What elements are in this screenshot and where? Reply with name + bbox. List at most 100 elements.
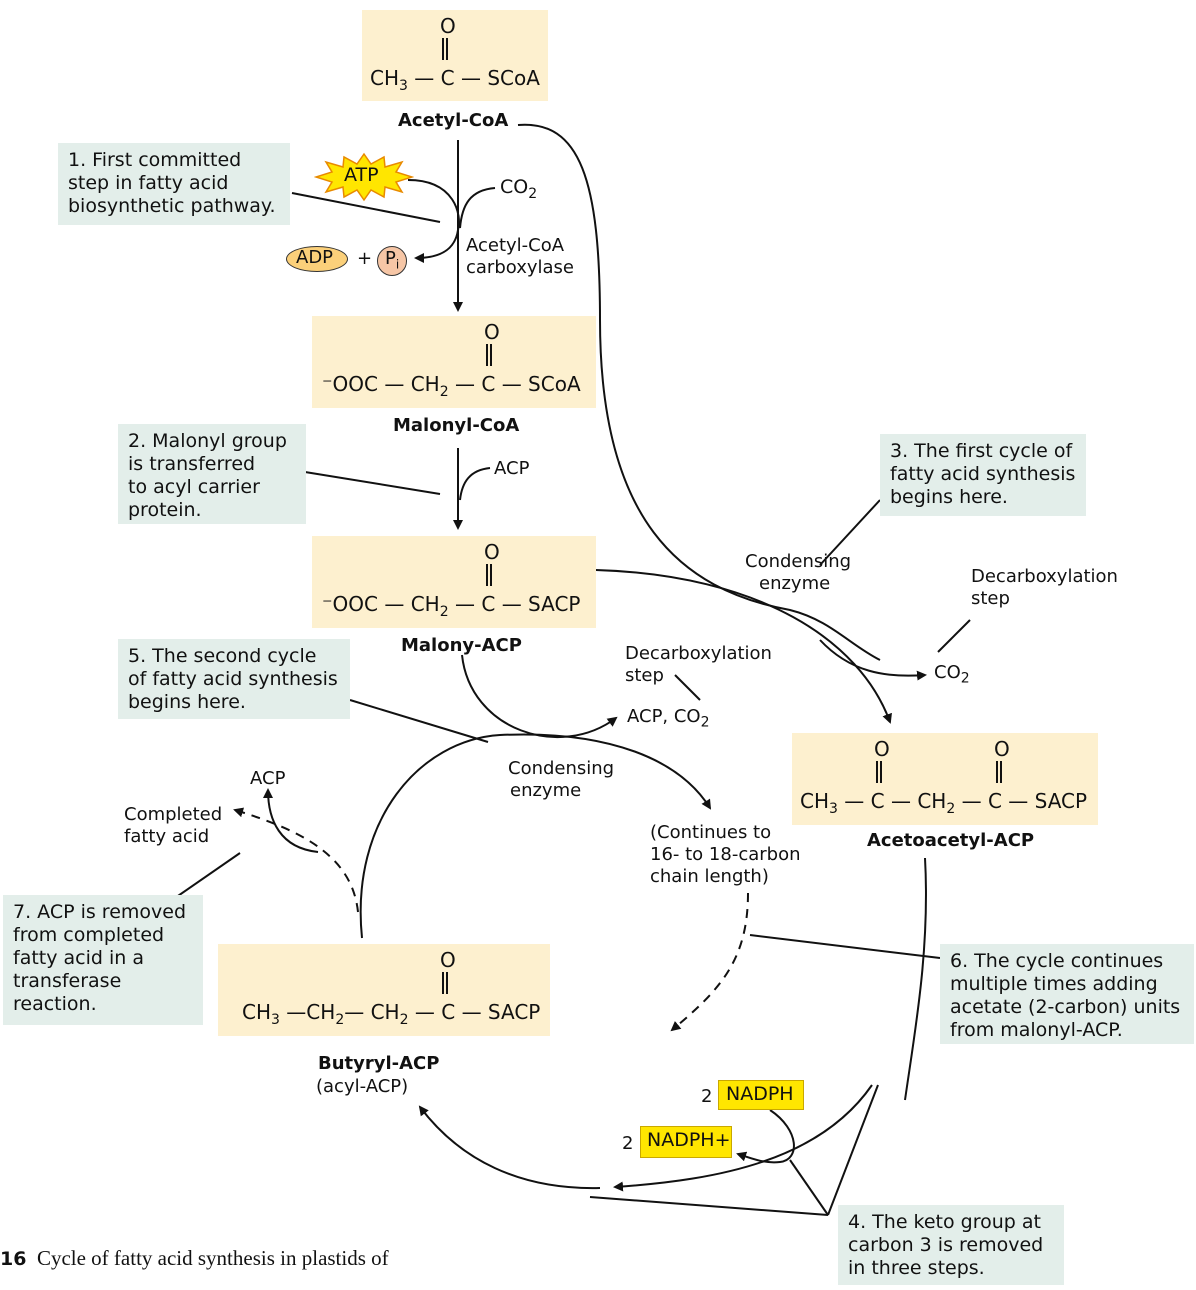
double-bond: [486, 344, 492, 366]
malonyl-coa-structure: O ⁻OOC — CH2 — C — SCoA: [312, 316, 596, 408]
label-line: Decarboxylation: [971, 566, 1118, 587]
note-6: 6. The cycle continues multiple times ad…: [940, 944, 1194, 1044]
note-line: in three steps.: [848, 1257, 985, 1279]
note-7: 7. ACP is removed from completed fatty a…: [3, 895, 203, 1025]
note-line: fatty acid synthesis: [890, 463, 1076, 485]
note-line: begins here.: [128, 691, 246, 713]
acetyl-coa-name: Acetyl-CoA: [398, 110, 509, 131]
arrow-nadph: [736, 1109, 795, 1164]
acetoacetyl-acp-name: Acetoacetyl-ACP: [867, 830, 1035, 851]
acetoacetyl-acp-formula: CH3 — C — CH2 — C — SACP: [800, 789, 1088, 817]
arrow-to-butyryl: [418, 1105, 601, 1190]
pointer-note-7: [174, 852, 241, 899]
arrow-completed: [233, 807, 359, 913]
arrow-malony-to-acetoacetyl: [595, 569, 892, 724]
nadp-label: NADPH+: [647, 1129, 731, 1151]
malonyl-coa-name: Malonyl-CoA: [393, 415, 520, 436]
note-4: 4. The keto group at carbon 3 is removed…: [838, 1205, 1064, 1285]
pointer-note-4a: [827, 1084, 879, 1216]
continues-label: (Continues to 16- to 18-carbon chain len…: [650, 822, 801, 888]
adp-label: ADP: [296, 247, 334, 268]
arrow-acetyl-long: [517, 123, 881, 661]
pointer-note-1: [291, 192, 441, 223]
acetyl-coa-formula: CH3 — C — SCoA: [370, 66, 540, 94]
condensing-enzyme-1: Condensing enzyme: [745, 551, 851, 595]
note-line: of fatty acid synthesis: [128, 668, 338, 690]
malony-acp-name: Malony-ACP: [401, 635, 522, 656]
decarboxylation-step-2: Decarboxylation step: [625, 643, 772, 687]
note-1: 1. First committed step in fatty acid bi…: [58, 143, 290, 225]
label-line: 16- to 18-carbon: [650, 844, 801, 865]
note-line: step in fatty acid: [68, 172, 229, 194]
acetoacetyl-acp-structure: O O CH3 — C — CH2 — C — SACP: [792, 733, 1098, 825]
label-line: chain length): [650, 866, 769, 887]
butyryl-acp-subname: (acyl-ACP): [316, 1076, 409, 1097]
oxygen-label: O: [874, 737, 890, 761]
label-line: enzyme: [510, 780, 582, 801]
label-line: carboxylase: [466, 257, 574, 278]
arrow-atp-adp: [407, 179, 460, 263]
note-line: biosynthetic pathway.: [68, 195, 276, 217]
pointer-note-5: [349, 699, 489, 743]
note-line: is transferred: [128, 453, 256, 475]
malony-acp-formula: ⁻OOC — CH2 — C — SACP: [322, 592, 581, 620]
note-line: 7. ACP is removed: [13, 901, 187, 923]
malonyl-coa-formula: ⁻OOC — CH2 — C — SCoA: [322, 372, 581, 400]
arrow-acp-co2: [461, 654, 618, 739]
note-line: to acyl carrier: [128, 476, 260, 498]
butyryl-acp-structure: O CH3 —CH2— CH2 — C — SACP: [218, 944, 550, 1036]
arrow-co2-out: [819, 639, 927, 681]
nadph-count: 2: [701, 1086, 713, 1107]
note-line: 1. First committed: [68, 149, 242, 171]
line-acetoacetyl-down: [904, 857, 927, 1101]
note-line: from malonyl-ACP.: [950, 1019, 1123, 1041]
double-bond: [442, 38, 448, 60]
note-line: 4. The keto group at: [848, 1211, 1041, 1233]
note-line: protein.: [128, 499, 202, 521]
pointer-decarb-2: [674, 674, 701, 701]
label-line: Completed: [124, 804, 223, 825]
label-line: (Continues to: [650, 822, 772, 843]
arrow-continues: [670, 892, 749, 1032]
note-line: 6. The cycle continues: [950, 950, 1164, 972]
acetyl-coa-structure: O CH3 — C — SCoA: [362, 10, 548, 101]
carboxylase-label: Acetyl-CoA carboxylase: [466, 235, 574, 279]
decarboxylation-step-1: Decarboxylation step: [971, 566, 1118, 610]
note-5: 5. The second cycle of fatty acid synthe…: [118, 639, 350, 719]
malony-acp-structure: O ⁻OOC — CH2 — C — SACP: [312, 536, 596, 628]
line-co2-in: [459, 187, 496, 229]
caption-text: Cycle of fatty acid synthesis in plastid…: [36, 1246, 389, 1270]
note-line: begins here.: [890, 486, 1008, 508]
nadp-box: [640, 1126, 732, 1158]
line-acp-in: [459, 467, 491, 501]
note-line: 2. Malonyl group: [128, 430, 287, 452]
note-line: carbon 3 is removed: [848, 1234, 1044, 1256]
label-line: enzyme: [759, 573, 831, 594]
note-line: multiple times adding: [950, 973, 1158, 995]
pointer-note-2: [304, 471, 441, 495]
note-line: acetate (2-carbon) units: [950, 996, 1181, 1018]
co2-right: CO2: [934, 662, 970, 687]
pi-subscript: i: [395, 257, 400, 272]
butyryl-acp-name: Butyryl-ACP: [318, 1053, 440, 1074]
note-line: reaction.: [13, 993, 97, 1015]
oxygen-label: O: [484, 320, 500, 344]
atp-burst-icon: [314, 152, 414, 202]
pi-letter: P: [385, 248, 396, 269]
acp-transfer-label: ACP: [494, 458, 530, 479]
double-bond: [876, 761, 882, 783]
nadp-count: 2: [622, 1133, 634, 1154]
note-line: from completed: [13, 924, 165, 946]
note-3: 3. The first cycle of fatty acid synthes…: [880, 434, 1086, 516]
label-line: fatty acid: [124, 826, 210, 847]
double-bond: [996, 761, 1002, 783]
double-bond: [442, 972, 448, 994]
figure-caption: 16 Cycle of fatty acid synthesis in plas…: [0, 1246, 389, 1271]
pointer-note-3: [819, 499, 881, 566]
completed-fatty-acid: Completed fatty acid: [124, 804, 222, 848]
pointer-decarb-1: [937, 619, 971, 653]
label-line: Acetyl-CoA: [466, 235, 565, 256]
note-line: 5. The second cycle: [128, 645, 317, 667]
atp-label: ATP: [344, 164, 379, 186]
